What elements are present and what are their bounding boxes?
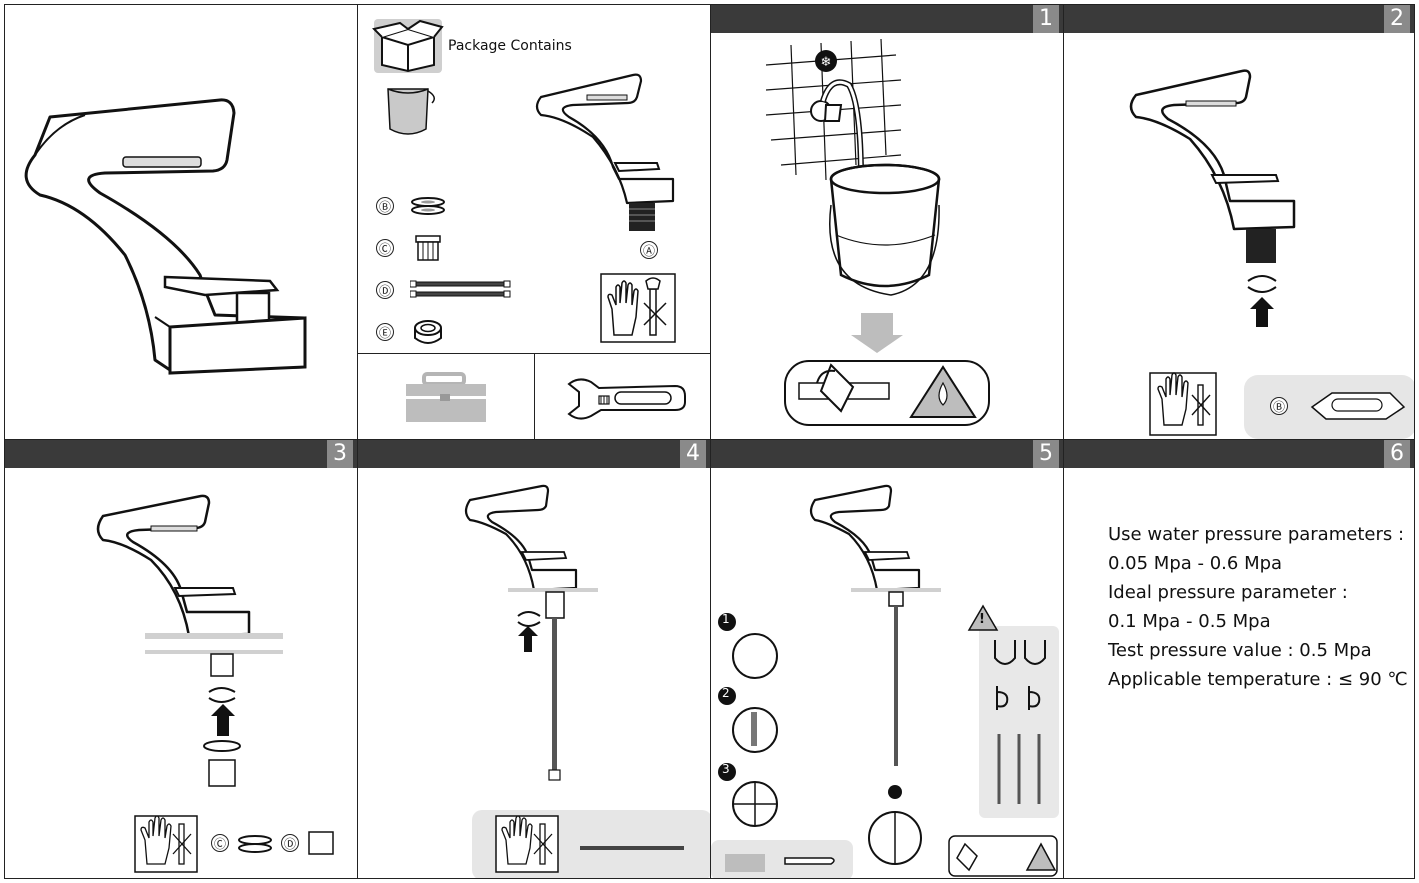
- label-b: Ⓑ: [376, 197, 394, 215]
- panel-package-contents: Package Contains Ⓐ Ⓑ Ⓒ: [357, 4, 711, 354]
- flush-pipes-illustration: ❄: [765, 38, 990, 426]
- label-b: Ⓑ: [1270, 397, 1288, 415]
- step-header: [5, 440, 357, 468]
- toolbox-icon: [406, 372, 486, 422]
- label-c: Ⓒ: [376, 239, 394, 257]
- step-number: 6: [1384, 440, 1410, 468]
- faucet-icon: [1129, 69, 1414, 439]
- rotate-icon: [1247, 275, 1277, 282]
- rotate-icon: [517, 611, 541, 617]
- connect-hose-illustration: [464, 484, 710, 878]
- bag-icon: [387, 88, 435, 135]
- gloves-wrench-icon: [600, 273, 676, 343]
- panel-toolbox: [357, 353, 535, 440]
- pressure-specs: Use water pressure parameters : 0.05 Mpa…: [1108, 520, 1408, 694]
- spec-line-2: 0.05 Mpa - 0.6 Mpa: [1108, 553, 1283, 574]
- arrow-up-icon: [1250, 297, 1274, 327]
- panel-wrench: [534, 353, 711, 440]
- substep-3: 3: [722, 762, 730, 776]
- spec-line-6: Applicable temperature : ≤ 90 ℃: [1108, 669, 1408, 690]
- label-e: Ⓔ: [376, 323, 394, 341]
- spec-line-3: Ideal pressure parameter :: [1108, 582, 1348, 603]
- rotate-icon: [208, 687, 236, 693]
- nut-icon: [415, 235, 441, 261]
- faucet-icon: [24, 98, 307, 375]
- panel-step-6: 6 Use water pressure parameters : 0.05 M…: [1063, 439, 1415, 879]
- step-header: [711, 5, 1063, 33]
- arrow-up-icon: [518, 626, 538, 652]
- panel-faucet-overview: [4, 4, 358, 440]
- label-a: Ⓐ: [640, 241, 658, 259]
- step-number: 3: [327, 440, 353, 468]
- label-c: Ⓒ: [211, 834, 229, 852]
- panel-step-2: 2 Ⓑ: [1063, 4, 1415, 440]
- step-number: 2: [1384, 5, 1410, 33]
- washer-icon: [411, 197, 445, 215]
- panel-step-3: 3 Ⓒ Ⓓ: [4, 439, 358, 879]
- label-d: Ⓓ: [281, 834, 299, 852]
- step-header: [1064, 5, 1414, 33]
- snowflake-icon: [888, 785, 902, 799]
- arrow-up-icon: [211, 704, 235, 736]
- spec-line-4: 0.1 Mpa - 0.5 Mpa: [1108, 611, 1271, 632]
- faucet-icon: [535, 73, 675, 231]
- panel-step-1: 1 ❄: [710, 4, 1064, 440]
- install-mounting-illustration: [96, 494, 334, 873]
- hose-check-illustration: [711, 484, 1059, 878]
- valve-icon: [819, 363, 855, 413]
- step-number: 5: [1033, 440, 1059, 468]
- panel-step-5: 5: [710, 439, 1064, 879]
- panel-step-4: 4: [357, 439, 711, 879]
- step-header: [358, 440, 710, 468]
- substep-1: 1: [722, 612, 730, 626]
- spec-line-5: Test pressure value : 0.5 Mpa: [1108, 640, 1372, 661]
- warning-mark: !: [979, 612, 985, 627]
- svg-text:❄: ❄: [821, 55, 832, 70]
- step-header: [1064, 440, 1414, 468]
- snowflake-icon: [815, 50, 837, 72]
- step-number: 1: [1033, 5, 1059, 33]
- step-number: 4: [680, 440, 706, 468]
- spec-line-1: Use water pressure parameters :: [1108, 524, 1405, 545]
- box-icon: [372, 19, 444, 73]
- substep-2: 2: [722, 686, 730, 700]
- step-header: [711, 440, 1063, 468]
- drain-ring-icon: [414, 320, 442, 344]
- label-d: Ⓓ: [376, 281, 394, 299]
- wrench-icon: [567, 378, 686, 420]
- package-title: Package Contains: [448, 38, 572, 54]
- hose-icon: [410, 280, 511, 298]
